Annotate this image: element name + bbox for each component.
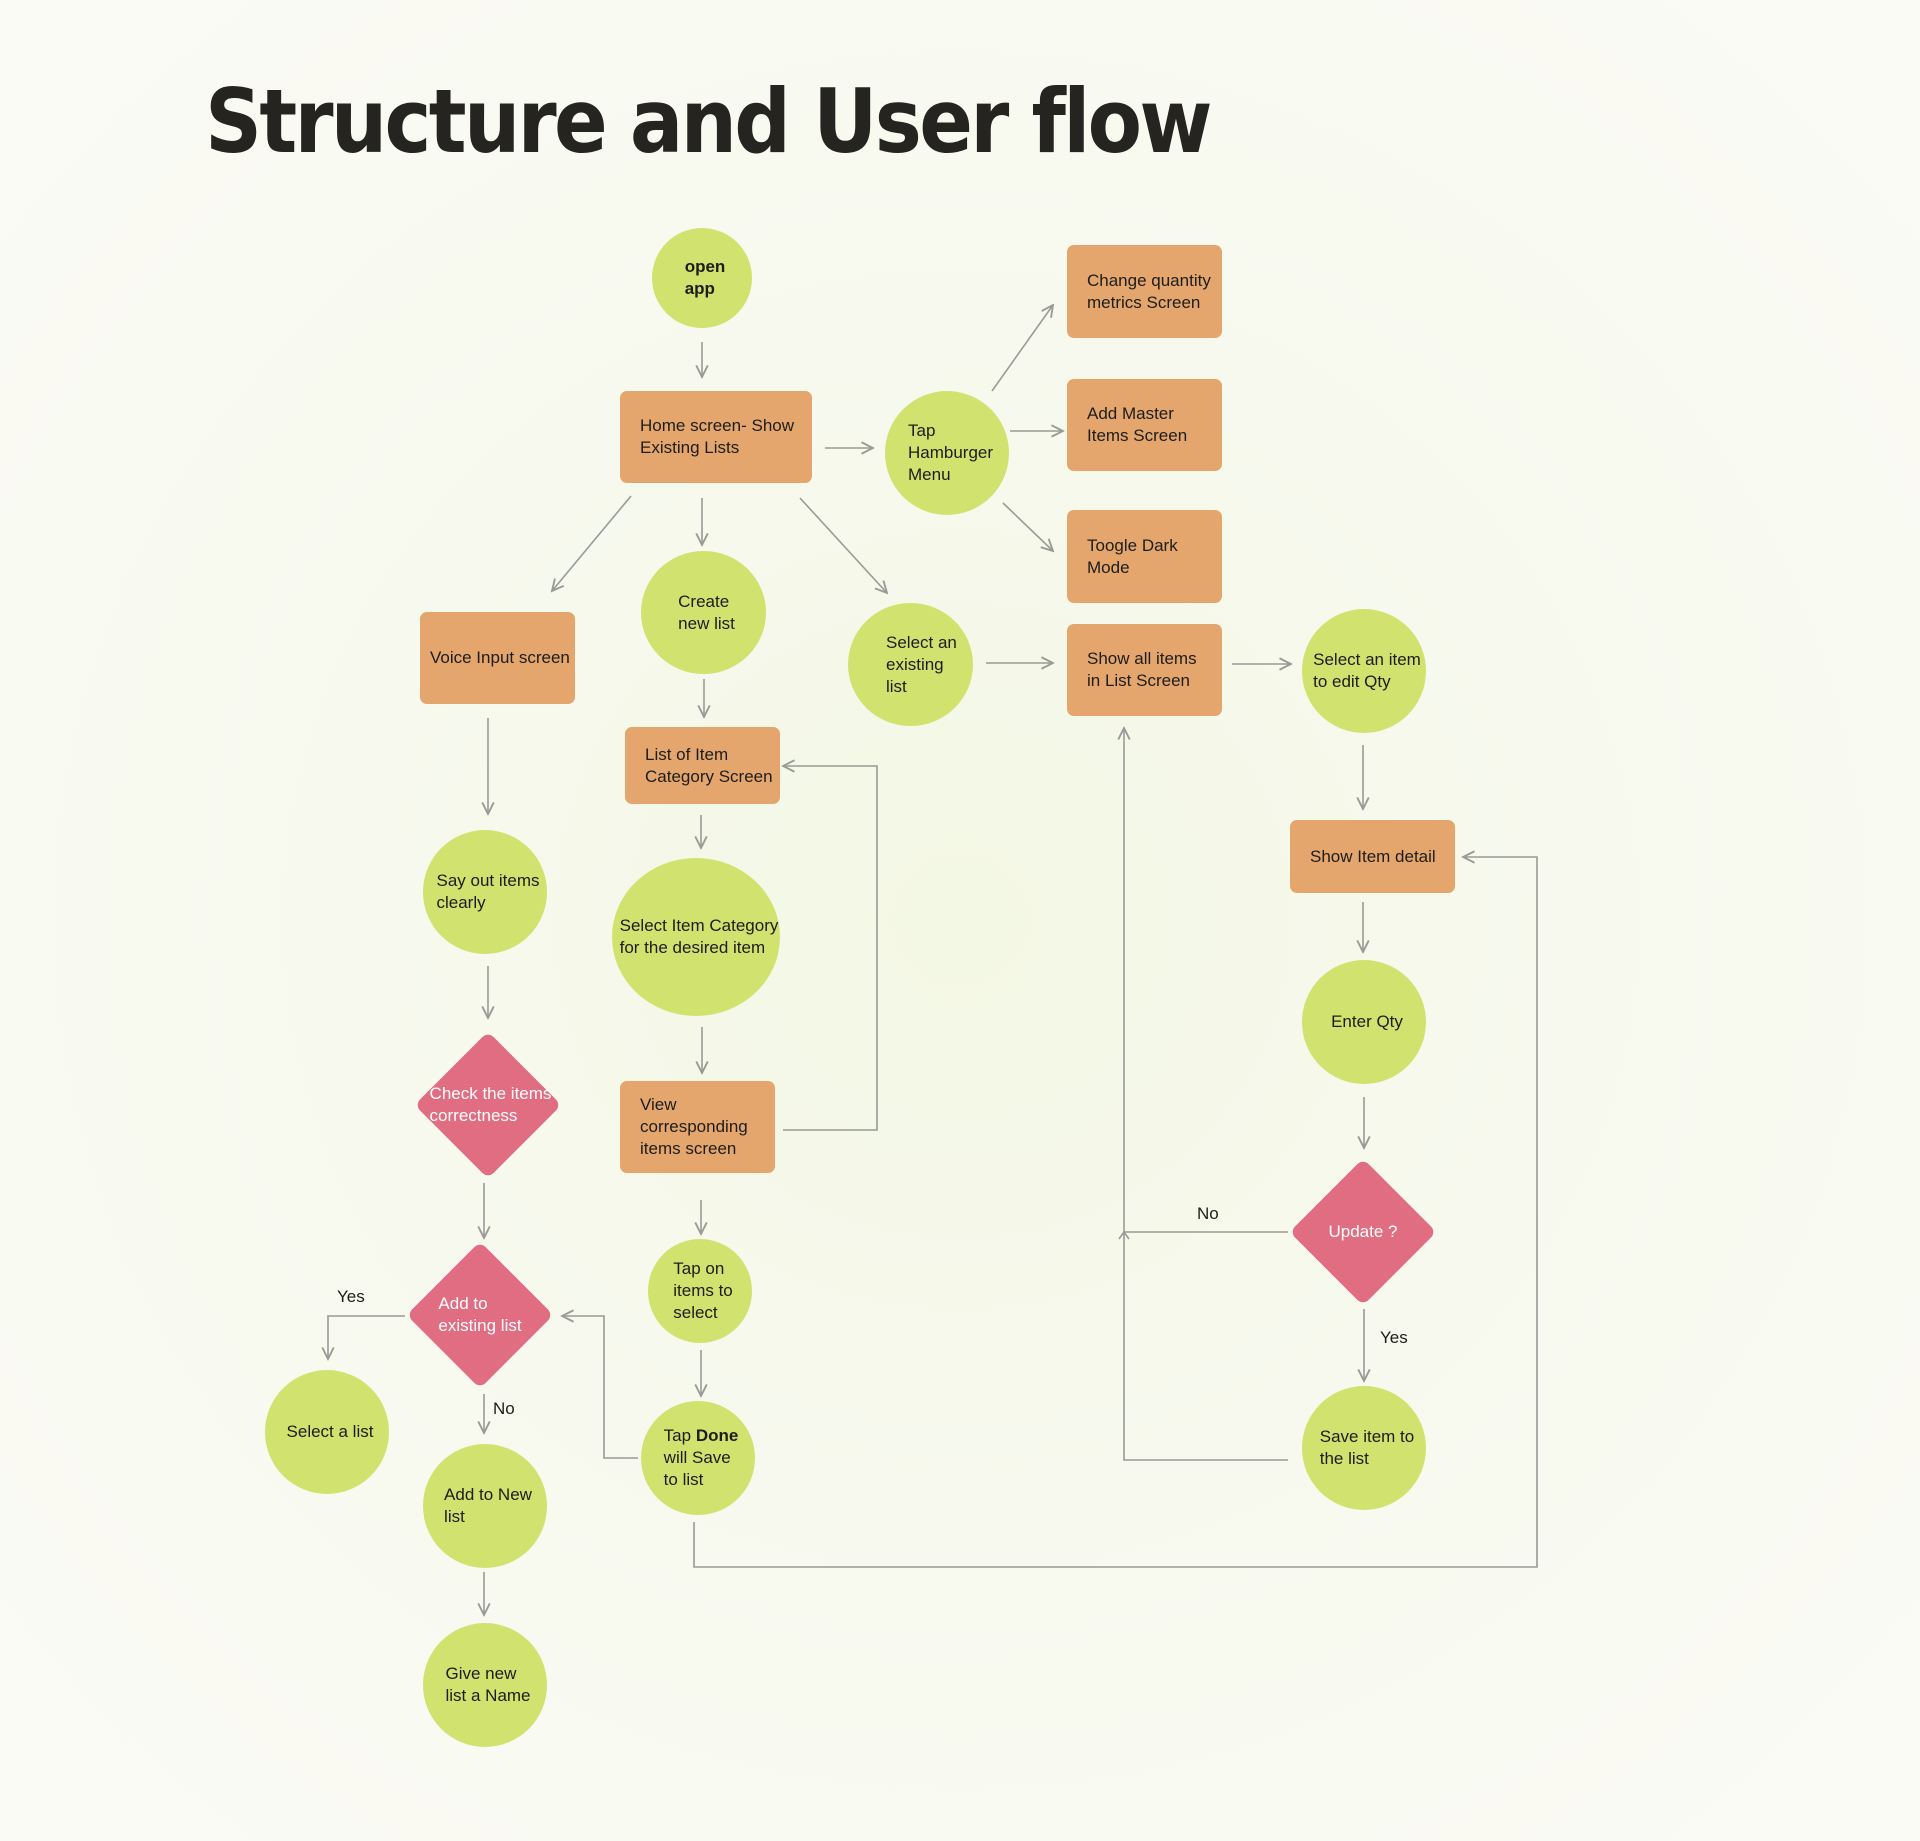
edge-view-listcategory-loop	[783, 766, 878, 1131]
edge-hamburger-changeqty	[991, 305, 1053, 392]
edge-label-yes-select-list: Yes	[337, 1287, 365, 1306]
edge-home-voice	[552, 495, 632, 591]
node-give-name: Give new list a Name	[423, 1623, 547, 1747]
node-enter-qty: Enter Qty	[1302, 960, 1426, 1084]
node-update: Update ?	[1288, 1157, 1438, 1307]
node-tap-done: Tap Done will Save to list	[641, 1401, 755, 1515]
edge-tapdone-addexisting	[562, 1316, 638, 1459]
node-tap-hamburger: Tap Hamburger Menu	[885, 391, 1009, 515]
node-add-master-items: Add Master Items Screen	[1067, 379, 1222, 471]
node-select-existing-list: Select an existing list	[848, 603, 973, 726]
node-select-item-category: Select Item Category for the desired ite…	[612, 858, 780, 1016]
node-list-item-category: List of Item Category Screen	[625, 727, 780, 804]
node-show-item-detail: Show Item detail	[1290, 820, 1455, 893]
edge-label-yes-update: Yes	[1380, 1328, 1408, 1347]
edge-label-no-update: No	[1197, 1204, 1219, 1223]
node-home-screen: Home screen- Show Existing Lists	[620, 391, 812, 483]
node-check-correctness: Check the items correctness	[413, 1030, 563, 1180]
node-change-qty-metrics: Change quantity metrics Screen	[1067, 245, 1222, 338]
tap-done-label: Tap Done will Save to list	[663, 1426, 739, 1489]
node-create-new-list: Create new list	[641, 551, 766, 674]
node-select-a-list: Select a list	[265, 1370, 389, 1494]
node-select-item-edit-qty: Select an item to edit Qty	[1302, 609, 1426, 733]
node-say-out-items: Say out items clearly	[423, 830, 547, 954]
node-voice-input: Voice Input screen	[420, 612, 575, 704]
node-save-item: Save item to the list	[1302, 1386, 1426, 1510]
edge-label-no-new-list: No	[493, 1399, 515, 1418]
node-add-existing-list: Add to existing list	[405, 1240, 555, 1390]
edge-update-arrowhead	[1118, 1230, 1130, 1240]
edge-home-selectexisting	[799, 497, 887, 593]
node-view-corresponding: View corresponding items screen	[620, 1081, 775, 1173]
edge-addexisting-selectlist	[328, 1315, 405, 1359]
node-toggle-dark-mode: Toogle Dark Mode	[1067, 510, 1222, 603]
node-open-app: open app	[652, 228, 752, 328]
page-title: Structure and User flow	[205, 70, 1213, 173]
node-show-all-items: Show all items in List Screen	[1067, 624, 1222, 716]
node-tap-items-select: Tap on items to select	[648, 1239, 752, 1343]
edge-hamburger-toggledark	[1002, 502, 1053, 551]
edge-tapdone-itemdetail-loop	[693, 857, 1538, 1568]
edge-save-showall-loop	[1124, 728, 1288, 1461]
node-add-new-list: Add to New list	[423, 1444, 547, 1568]
